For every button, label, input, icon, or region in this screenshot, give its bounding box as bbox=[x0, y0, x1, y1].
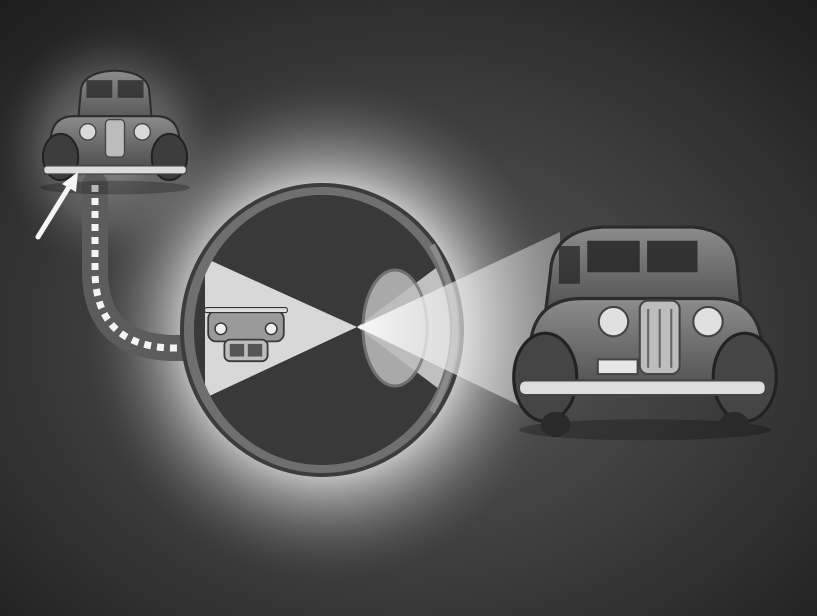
vision-diagram bbox=[0, 0, 817, 616]
diagram-canvas bbox=[0, 0, 817, 616]
